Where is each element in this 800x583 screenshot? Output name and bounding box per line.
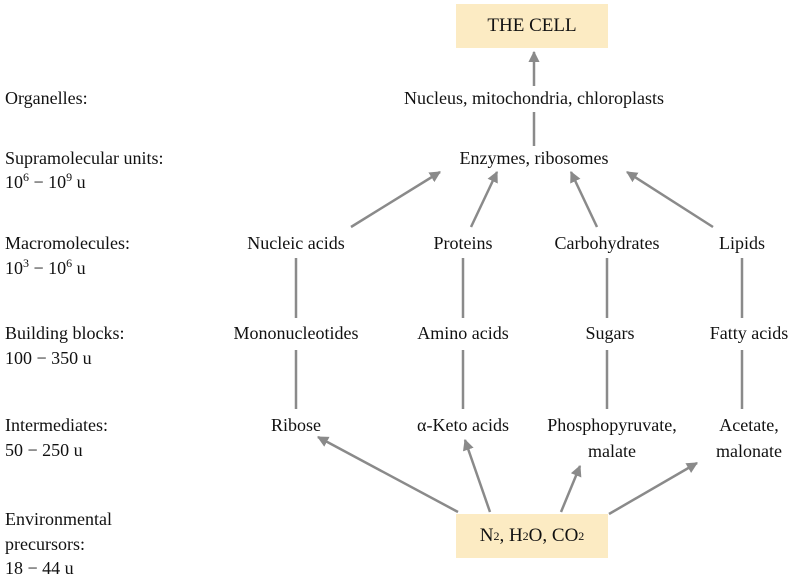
building-block-fatty-acids: Fatty acids xyxy=(709,323,789,343)
arrow-precursors-to-acetate xyxy=(608,461,698,516)
arrow-carbohydrates-to-supramolecular xyxy=(569,170,599,228)
macromolecule-nucleic-acids: Nucleic acids xyxy=(247,233,345,253)
level-environmental-label-line1: Environmental xyxy=(5,509,112,529)
level-intermediates-range: 50 − 250 u xyxy=(5,440,83,460)
intermediate-acetate-line1: Acetate, xyxy=(719,415,779,435)
intermediate-ribose: Ribose xyxy=(270,415,322,435)
level-macromolecules-label: Macromolecules: xyxy=(5,233,130,253)
building-block-mononucleotides: Mononucleotides xyxy=(233,323,359,343)
macromolecule-proteins: Proteins xyxy=(433,233,493,253)
intermediate-phosphopyruvate-line1: Phosphopyruvate, xyxy=(547,415,677,435)
supramolecular-node: Enzymes, ribosomes xyxy=(459,148,609,168)
the-cell-box: THE CELL xyxy=(456,4,608,48)
level-intermediates-label: Intermediates: xyxy=(5,415,108,435)
arrow-proteins-to-supramolecular xyxy=(469,170,499,228)
level-macromolecules-range: 103 − 106 u xyxy=(5,256,86,278)
level-building-blocks-label: Building blocks: xyxy=(5,323,125,343)
macromolecule-lipids: Lipids xyxy=(718,233,766,253)
arrow-precursors-to-keto-acids xyxy=(463,438,492,513)
arrow-precursors-to-phosphopyruvate xyxy=(559,464,582,513)
arrow-lipids-to-supramolecular xyxy=(626,170,714,229)
level-organelles-label: Organelles: xyxy=(5,88,88,108)
arrow-nucleic-acids-to-supramolecular xyxy=(350,170,441,229)
level-environmental-label-line2: precursors: xyxy=(5,534,85,554)
level-building-blocks-range: 100 − 350 u xyxy=(5,348,92,368)
arrow-precursors-to-ribose xyxy=(317,435,459,514)
intermediate-phosphopyruvate-line2: malate xyxy=(588,441,636,461)
intermediate-acetate-line2: malonate xyxy=(716,441,782,461)
level-supramolecular-label: Supramolecular units: xyxy=(5,148,164,168)
level-environmental-range: 18 − 44 u xyxy=(5,558,74,578)
macromolecule-carbohydrates: Carbohydrates xyxy=(554,233,660,253)
organelles-node: Nucleus, mitochondria, chloroplasts xyxy=(404,88,664,108)
level-supramolecular-range: 106 − 109 u xyxy=(5,170,86,192)
building-block-amino-acids: Amino acids xyxy=(417,323,509,343)
building-block-sugars: Sugars xyxy=(585,323,635,343)
intermediate-alpha-keto-acids: α-Keto acids xyxy=(417,415,509,435)
